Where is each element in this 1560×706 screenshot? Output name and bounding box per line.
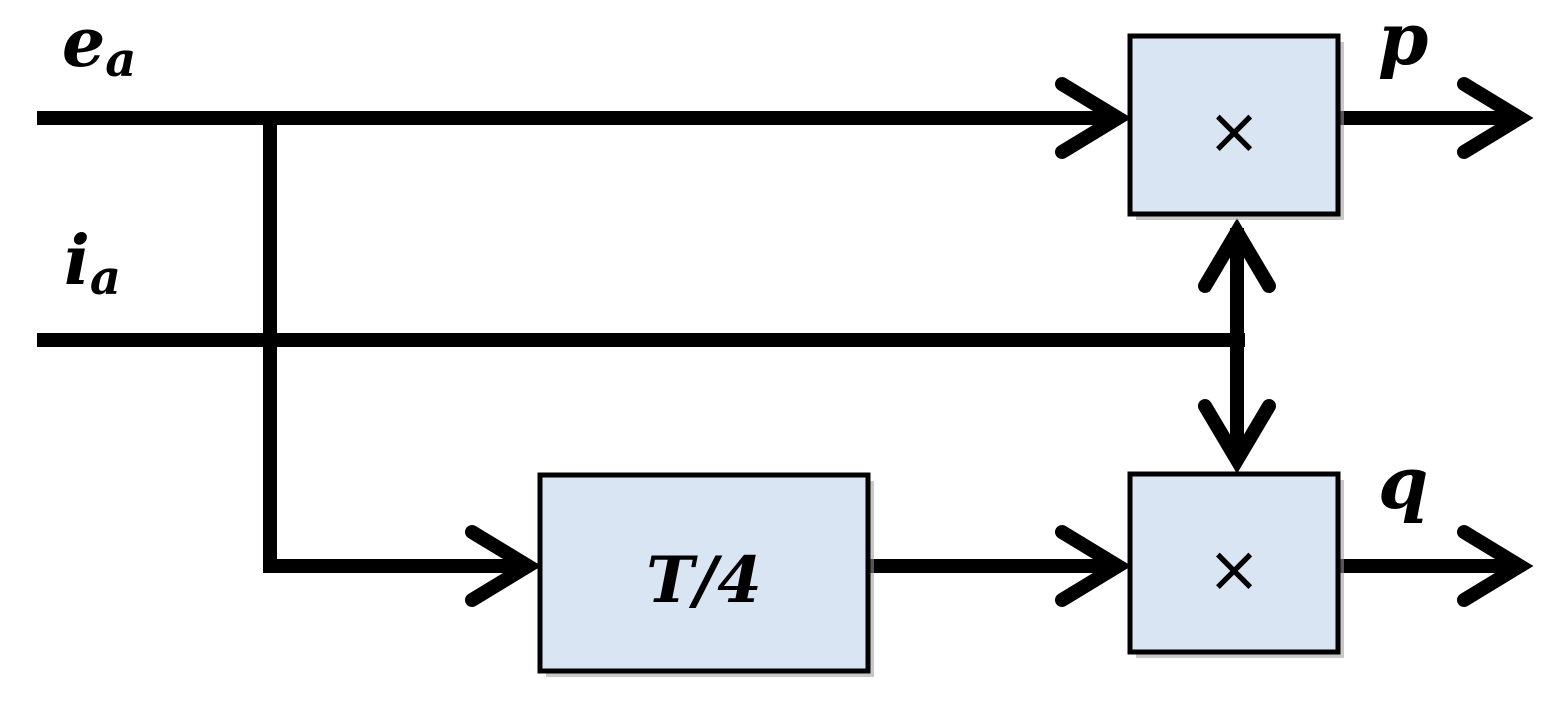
arrow-up-into-top-multiplier — [1198, 218, 1276, 293]
delay-block-box — [537, 472, 871, 674]
arrowheads — [465, 77, 1534, 607]
arrow-into-top-multiplier — [1055, 77, 1132, 159]
top-multiplier-symbol: × — [1207, 95, 1261, 169]
p-label: p — [1378, 0, 1428, 81]
ea-subscript: a — [105, 32, 136, 88]
signal-labels: ea ia p q — [62, 0, 1428, 525]
delay-block-label: T/4 — [646, 543, 762, 618]
arrow-into-bottom-multiplier — [1055, 525, 1132, 607]
arrow-into-delay — [465, 525, 542, 607]
arrow-q-output — [1457, 525, 1534, 607]
delay-block: T/4 — [537, 472, 874, 677]
ia-symbol: i — [64, 221, 90, 301]
q-label: q — [1378, 440, 1428, 525]
bottom-multiplier-block: × — [1127, 471, 1344, 658]
wires — [37, 111, 1520, 573]
arrow-p-output — [1457, 77, 1534, 159]
ia-subscript: a — [90, 250, 121, 306]
bottom-multiplier-symbol: × — [1207, 533, 1261, 607]
ea-label: ea — [62, 3, 136, 88]
bottom-multiplier-box — [1127, 471, 1341, 655]
ia-label: ia — [64, 221, 121, 306]
top-multiplier-box — [1127, 33, 1341, 217]
ea-symbol: e — [62, 3, 105, 83]
arrow-down-into-bottom-multiplier — [1198, 399, 1276, 474]
top-multiplier-block: × — [1127, 33, 1344, 220]
